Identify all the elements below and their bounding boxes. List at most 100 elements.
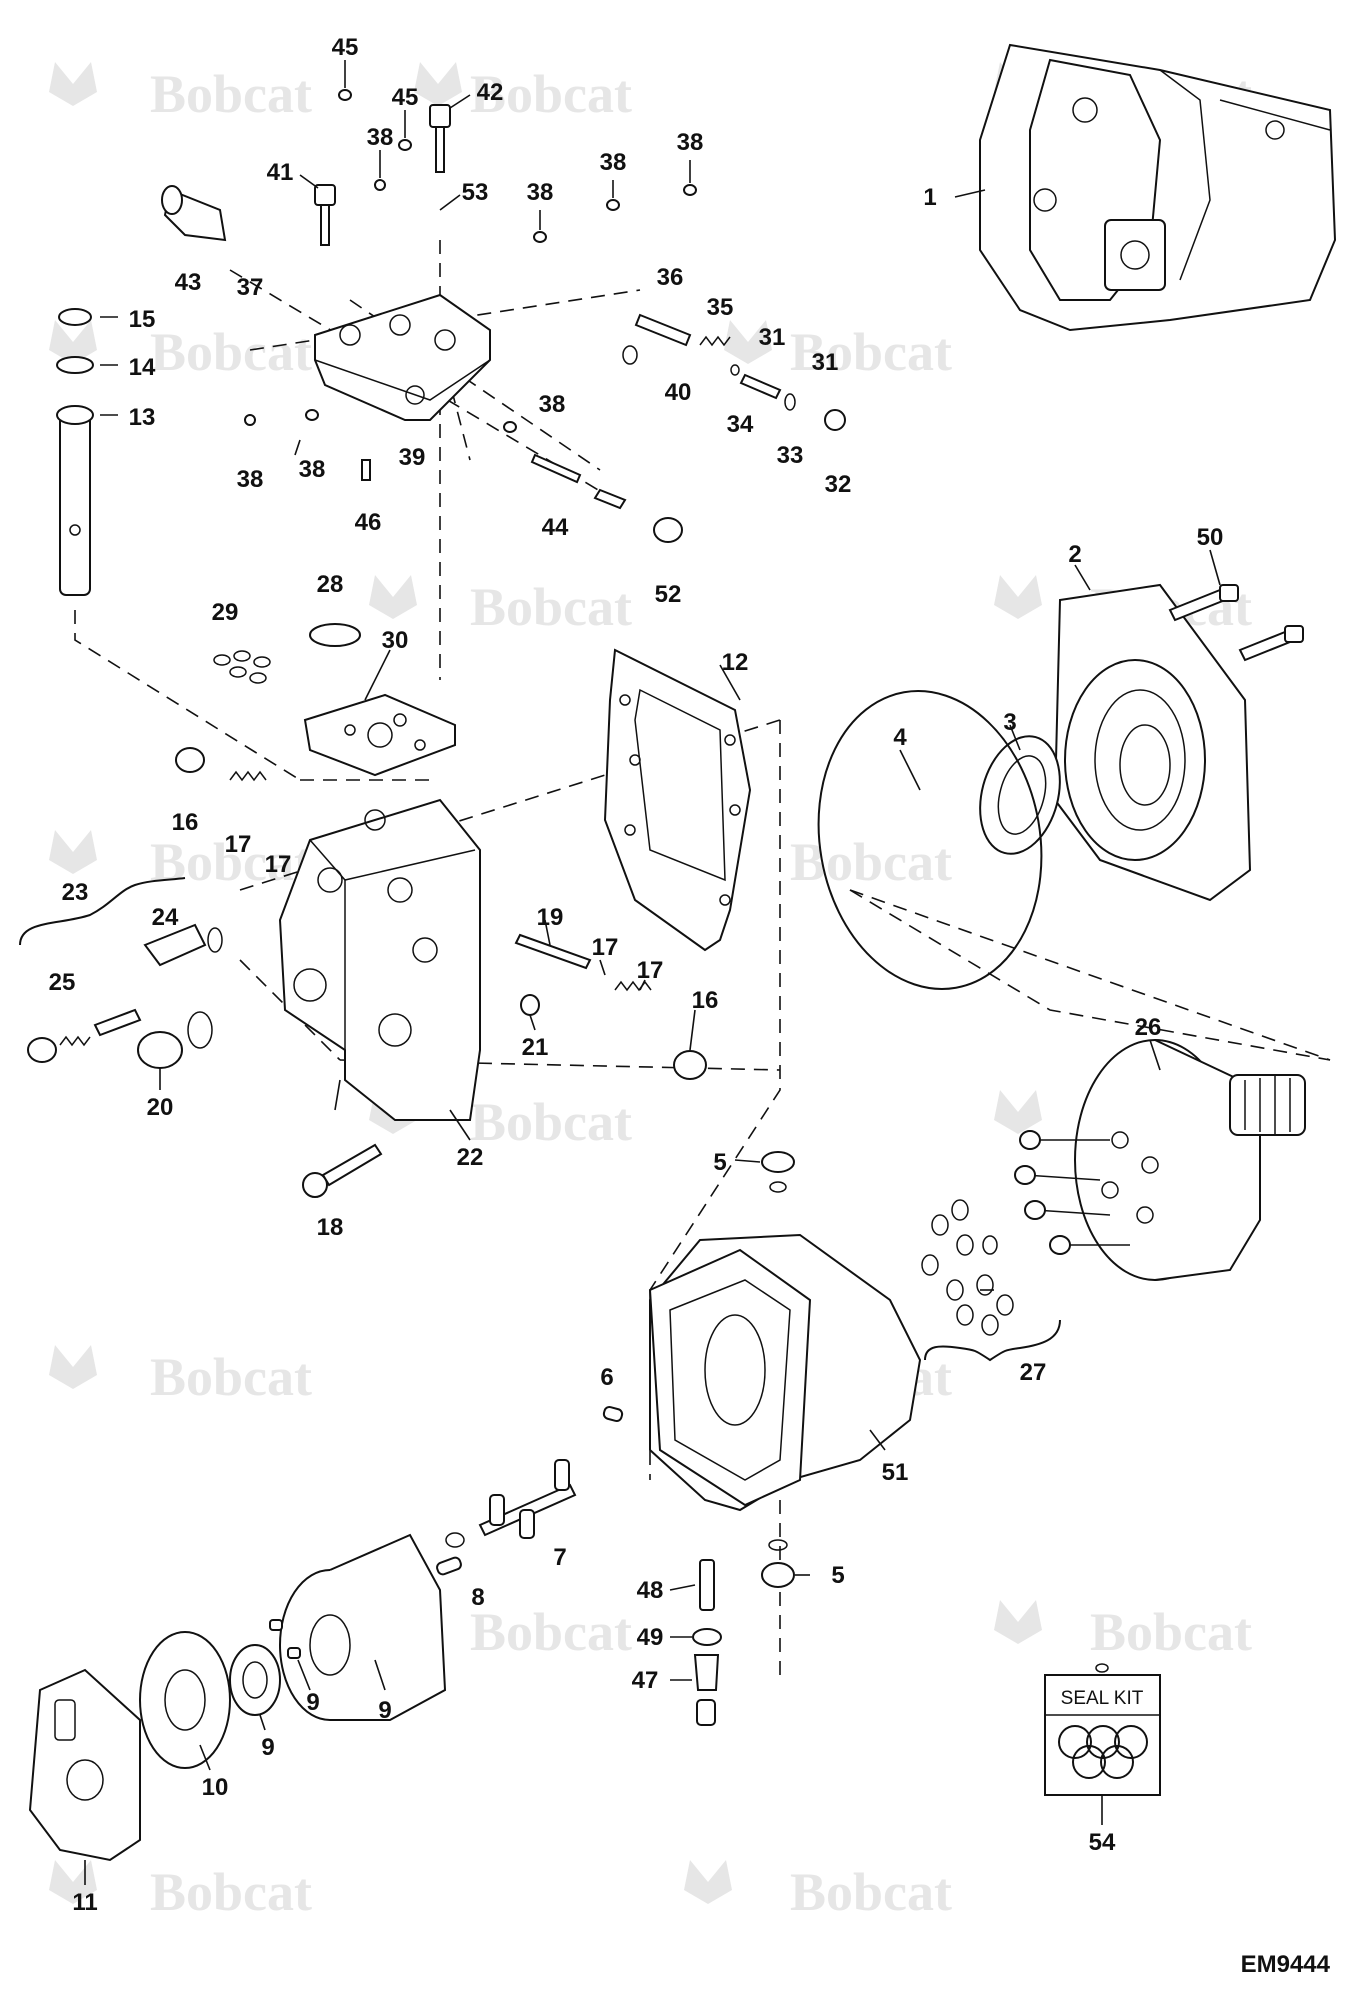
part-8-pin (436, 1556, 462, 1576)
part-9-cylinder-block (279, 1533, 447, 1721)
callout-48: 48 (637, 1577, 664, 1604)
callout-46: 46 (355, 509, 382, 536)
part-18-bolt (302, 1143, 383, 1198)
callout-38: 38 (367, 124, 394, 151)
callout-13: 13 (129, 404, 156, 431)
part-51-motor-housing (648, 1233, 922, 1512)
callout-42: 42 (477, 79, 504, 106)
seal-kit-box: SEAL KIT (1044, 1663, 1161, 1796)
watermark-text: Bobcat (470, 1602, 632, 1662)
callout-9: 9 (378, 1697, 391, 1724)
part-13-pin (56, 405, 94, 596)
callout-25: 25 (49, 969, 76, 996)
part-9-pins (269, 1619, 301, 1659)
callout-17: 17 (265, 851, 292, 878)
callout-29: 29 (212, 599, 239, 626)
watermark-text: Bobcat (470, 577, 632, 637)
callout-17: 17 (225, 831, 252, 858)
watermark-text: Bobcat (150, 64, 312, 124)
watermark-logo: Bobcat (369, 575, 632, 637)
part-20-plug (137, 1011, 213, 1069)
part-31-fitting (739, 373, 782, 400)
callout-24: 24 (152, 904, 179, 931)
part-21-plug (520, 994, 540, 1016)
part-12-gasket (603, 648, 752, 952)
callout-38: 38 (600, 149, 627, 176)
watermark-text: Bobcat (790, 1862, 952, 1922)
callout-1: 1 (923, 184, 936, 211)
callout-44: 44 (542, 514, 569, 541)
callout-45: 45 (392, 84, 419, 111)
part-28-o-ring (309, 623, 361, 647)
callout-39: 39 (399, 444, 426, 471)
callout-9: 9 (261, 1734, 274, 1761)
part-17-spring (229, 770, 267, 782)
part-10-valve-plate (139, 1631, 231, 1769)
callout-23: 23 (62, 879, 89, 906)
callout-12: 12 (722, 649, 749, 676)
watermark-text: Bobcat (150, 1862, 312, 1922)
callout-38: 38 (539, 391, 566, 418)
part-1-motor-assembly (979, 43, 1337, 332)
watermark-text: Bobcat (790, 322, 952, 382)
part-16b-plug (673, 1050, 707, 1080)
watermark-logo: Bobcat (414, 62, 632, 124)
watermark-logo: Bobcat (49, 830, 312, 892)
callout-7: 7 (553, 1544, 566, 1571)
callout-41: 41 (267, 159, 294, 186)
callout-26: 26 (1135, 1014, 1162, 1041)
callout-45: 45 (332, 34, 359, 61)
part-35-spring (699, 335, 731, 347)
watermark-text: Bobcat (790, 832, 952, 892)
callout-28: 28 (317, 571, 344, 598)
part-24-relief-valve (143, 923, 223, 967)
callout-37: 37 (237, 274, 264, 301)
callout-17: 17 (592, 934, 619, 961)
part-11-end-cover (28, 1668, 141, 1862)
callout-49: 49 (637, 1624, 664, 1651)
watermark-logo: Bobcat (49, 1860, 312, 1922)
part-50-bolts (1168, 584, 1304, 662)
callout-27: 27 (1020, 1359, 1047, 1386)
watermark-logo: Bobcat (684, 1860, 952, 1922)
callout-9: 9 (306, 1689, 319, 1716)
callout-22: 22 (457, 1144, 484, 1171)
part-25-relief-adjuster (27, 1008, 142, 1063)
callout-30: 30 (382, 627, 409, 654)
part-34-ring (730, 364, 740, 376)
callout-20: 20 (147, 1094, 174, 1121)
watermark-logo: Bobcat (994, 1600, 1252, 1662)
watermark-text: Bobcat (470, 64, 632, 124)
part-36-fitting (634, 313, 692, 347)
callout-53: 53 (462, 179, 489, 206)
callout-5: 5 (713, 1149, 726, 1176)
part-52-plug (653, 517, 683, 543)
callout-35: 35 (707, 294, 734, 321)
callout-14: 14 (129, 354, 156, 381)
watermark-logo: Bobcat (724, 320, 952, 382)
part-6-pin (602, 1405, 624, 1423)
callout-4: 4 (893, 724, 907, 751)
part-29-o-rings (213, 650, 271, 684)
callout-11: 11 (72, 1889, 97, 1916)
part-48-stud (699, 1559, 715, 1611)
part-30-plate (303, 693, 456, 777)
callout-50: 50 (1197, 524, 1224, 551)
part-43-solenoid (161, 185, 227, 242)
watermark-logo: Bobcat (49, 320, 312, 382)
callout-38: 38 (527, 179, 554, 206)
callout-8: 8 (471, 1584, 484, 1611)
part-15-o-ring (58, 308, 92, 326)
part-44-spool (530, 453, 627, 510)
watermark-text: Bobcat (1090, 1602, 1252, 1662)
watermark-logo: Bobcat (49, 62, 312, 124)
callout-38: 38 (237, 466, 264, 493)
callout-51: 51 (882, 1459, 909, 1486)
part-19-spool (514, 933, 592, 970)
part-22-valve-body (278, 798, 481, 1121)
callout-36: 36 (657, 264, 684, 291)
watermark-text: Bobcat (150, 1347, 312, 1407)
watermark-text: Bobcat (150, 322, 312, 382)
callout-5: 5 (831, 1562, 844, 1589)
part-14-washer (56, 356, 94, 374)
